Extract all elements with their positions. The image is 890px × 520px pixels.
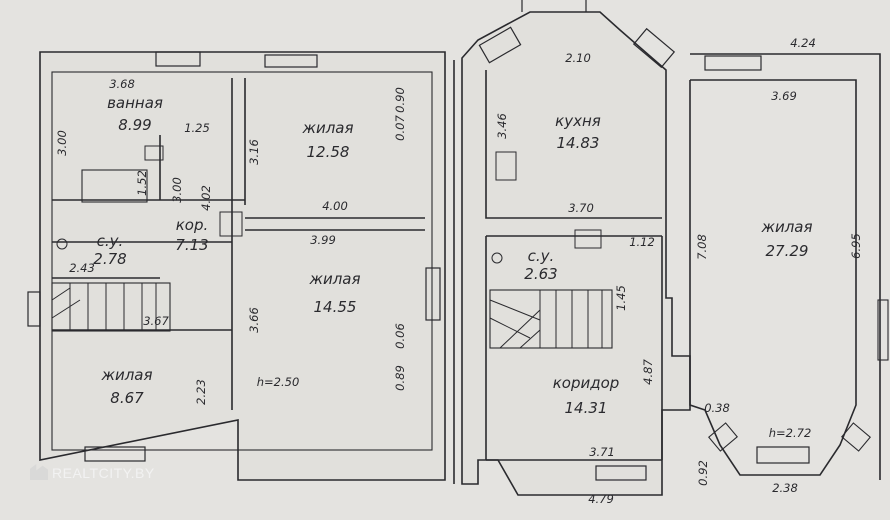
dimension-label: h=2.50 [257, 375, 300, 389]
dimension-label: 2.10 [565, 51, 591, 65]
dimension-label: 4.87 [641, 359, 655, 385]
dimension-label: 4.24 [790, 36, 816, 50]
room-name-stor2: с.у. [528, 247, 555, 265]
room-name-living2: жилая [308, 270, 360, 288]
room-area-living2: 14.55 [314, 298, 357, 316]
dimension-label: 0.90 [393, 87, 407, 113]
room-name-bath: ванная [107, 94, 163, 112]
dimension-label: 1.45 [614, 285, 628, 311]
dimension-label: 3.70 [568, 201, 594, 215]
dimension-label: 1.52 [135, 170, 149, 196]
dimension-label: 4.00 [322, 199, 348, 213]
room-name-living4: жилая [760, 218, 812, 236]
room-area-stor1: 2.78 [93, 250, 126, 268]
dimension-label: 0.38 [704, 401, 730, 415]
dimension-label: 0.92 [696, 460, 710, 486]
dimension-label: 6.95 [849, 233, 863, 259]
dimension-label: 0.06 [393, 323, 407, 349]
dimension-label: 3.16 [247, 139, 261, 165]
room-area-corr1: 7.13 [175, 236, 208, 254]
dimension-label: 3.71 [589, 445, 615, 459]
dimension-label: 2.23 [194, 379, 208, 405]
room-name-stor1: с.у. [97, 232, 124, 250]
dimension-label: 3.69 [771, 89, 797, 103]
dimension-label: 0.89 [393, 365, 407, 391]
watermark-text: REALTCITY.BY [52, 465, 155, 481]
dimension-label: 3.68 [109, 77, 135, 91]
dimension-label: 3.00 [170, 177, 184, 203]
dimension-label: 2.38 [772, 481, 798, 495]
dimension-label: 3.67 [143, 314, 169, 328]
dimension-label: 1.12 [629, 235, 655, 249]
walls [27, 0, 889, 496]
room-name-kitchen: кухня [555, 112, 601, 130]
room-area-stor2: 2.63 [524, 265, 557, 283]
dimension-label: 3.46 [495, 113, 509, 139]
dimension-label: 2.43 [69, 261, 95, 275]
dimension-label: 1.25 [184, 121, 210, 135]
dimension-label: 3.99 [310, 233, 336, 247]
dimension-label: h=2.72 [769, 426, 812, 440]
room-area-kitchen: 14.83 [557, 134, 600, 152]
room-name-living3: жилая [100, 366, 152, 384]
watermark: REALTCITY.BY [30, 464, 155, 481]
dimension-label: 3.66 [247, 307, 261, 333]
room-name-living1: жилая [301, 119, 353, 137]
room-name-corr1: кор. [176, 216, 209, 234]
room-name-corridor: коридор [553, 374, 620, 392]
room-area-living1: 12.58 [307, 143, 350, 161]
dimension-label: 4.02 [199, 185, 213, 211]
room-area-living3: 8.67 [110, 389, 144, 407]
dimension-label: 3.00 [55, 130, 69, 156]
dimension-label: 4.79 [588, 492, 614, 506]
room-area-bath: 8.99 [118, 116, 151, 134]
room-area-living4: 27.29 [766, 242, 809, 260]
dimension-label: 7.08 [695, 234, 709, 260]
building-icon [30, 464, 48, 480]
dimension-label: 0.07 [393, 115, 407, 141]
room-area-corridor: 14.31 [565, 399, 608, 417]
